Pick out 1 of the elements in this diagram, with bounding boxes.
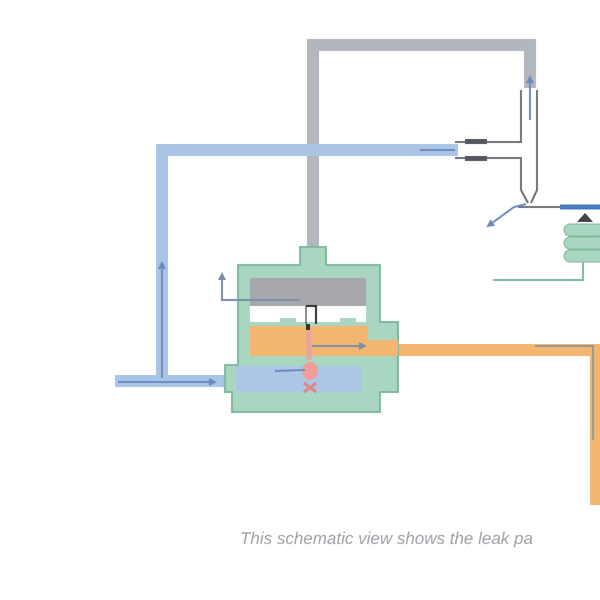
caption: This schematic view shows the leak pa xyxy=(240,529,533,549)
